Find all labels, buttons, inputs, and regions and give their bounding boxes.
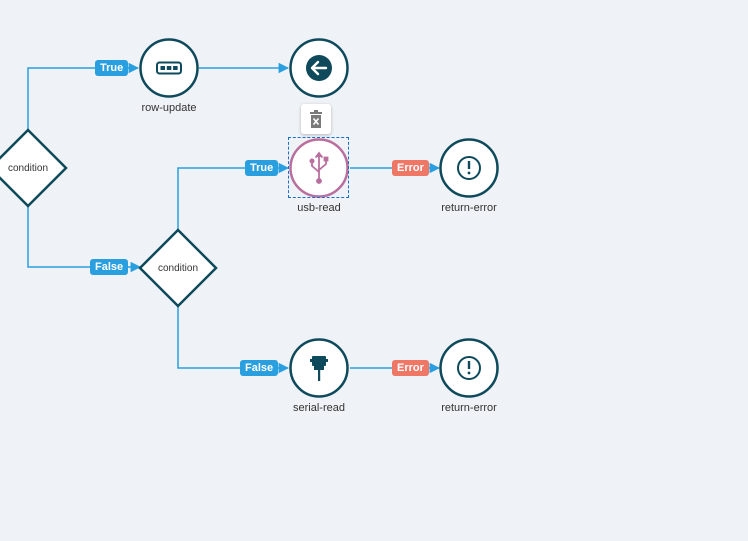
edge-condition2-to-serial-read[interactable]	[177, 305, 290, 374]
edge-condition1-to-row-update[interactable]	[27, 62, 140, 130]
condition-node-1[interactable]: condition	[0, 128, 68, 208]
condition-node-2[interactable]: condition	[138, 228, 218, 308]
arrow-left-icon	[306, 55, 332, 81]
condition-label: condition	[8, 163, 48, 174]
condition-label: condition	[158, 263, 198, 274]
return-error-node-1[interactable]	[439, 138, 499, 198]
edge-label-false[interactable]: False	[90, 259, 129, 275]
node-label: serial-read	[293, 402, 345, 414]
edge-label-error[interactable]: Error	[392, 360, 429, 376]
exclamation-icon	[457, 356, 481, 380]
edge-label-false[interactable]: False	[240, 360, 279, 376]
edge-condition1-to-condition2[interactable]	[27, 205, 142, 273]
selection-frame	[288, 137, 349, 198]
usb-read-node[interactable]	[289, 138, 349, 198]
edge-label-true[interactable]: True	[95, 60, 129, 76]
usb-icon	[309, 151, 329, 184]
node-label: row-update	[141, 102, 197, 114]
edge-label-error[interactable]: Error	[392, 160, 429, 176]
trash-icon	[310, 110, 322, 128]
delete-node-button[interactable]	[301, 104, 331, 134]
row-update-node[interactable]	[139, 38, 199, 98]
row-dots-icon	[156, 61, 182, 75]
node-label: return-error	[441, 402, 497, 414]
return-node[interactable]	[289, 38, 349, 98]
node-label: usb-read	[297, 202, 341, 214]
exclamation-icon	[457, 156, 481, 180]
node-label: return-error	[441, 202, 497, 214]
return-error-node-2[interactable]	[439, 338, 499, 398]
serial-read-node[interactable]	[289, 338, 349, 398]
serial-plug-icon	[310, 356, 328, 381]
edge-condition2-to-usb-read[interactable]	[177, 162, 290, 230]
edge-label-true[interactable]: True	[245, 160, 279, 176]
